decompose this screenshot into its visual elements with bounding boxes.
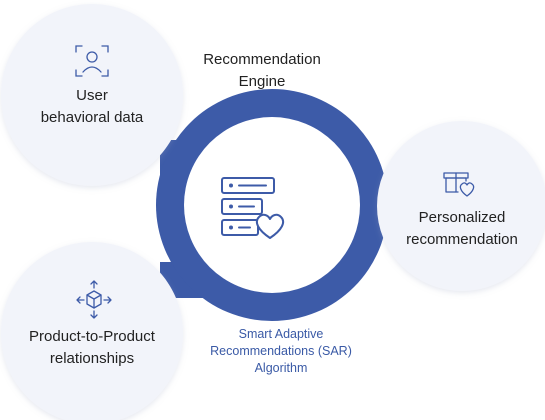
user-data-label-line-1: User [76, 87, 108, 104]
algorithm-label-line-3: Algorithm [254, 361, 308, 375]
user-data-label: User behavioral data [17, 85, 167, 129]
engine-title: Recommendation Engine [192, 49, 332, 93]
engine-title-line-1: Recommendation [203, 51, 321, 68]
engine-ring [156, 89, 398, 321]
gift-heart-icon [443, 172, 475, 197]
engine-title-line-2: Engine [238, 73, 286, 90]
algorithm-label-line-2: Recommendations (SAR) [210, 344, 352, 358]
product-relationships-label-line-2: relationships [49, 350, 135, 367]
engine-core [184, 117, 360, 293]
product-relationships-label-line-1: Product-to-Product [29, 328, 155, 345]
list-heart-icon [221, 177, 285, 239]
product-relationships-circle [1, 242, 183, 420]
personalized-label: Personalized recommendation [397, 207, 527, 251]
user-data-label-line-2: behavioral data [40, 109, 144, 126]
algorithm-label: Smart Adaptive Recommendations (SAR) Alg… [196, 326, 366, 377]
algorithm-label-line-1: Smart Adaptive [238, 327, 324, 341]
personalized-circle [377, 121, 545, 291]
personalized-label-line-2: recommendation [406, 231, 518, 248]
personalized-label-line-1: Personalized [418, 209, 506, 226]
user-frame-icon [75, 45, 109, 77]
user-data-circle [1, 4, 183, 186]
product-relationships-label: Product-to-Product relationships [7, 326, 177, 370]
box-arrows-icon [76, 280, 112, 319]
